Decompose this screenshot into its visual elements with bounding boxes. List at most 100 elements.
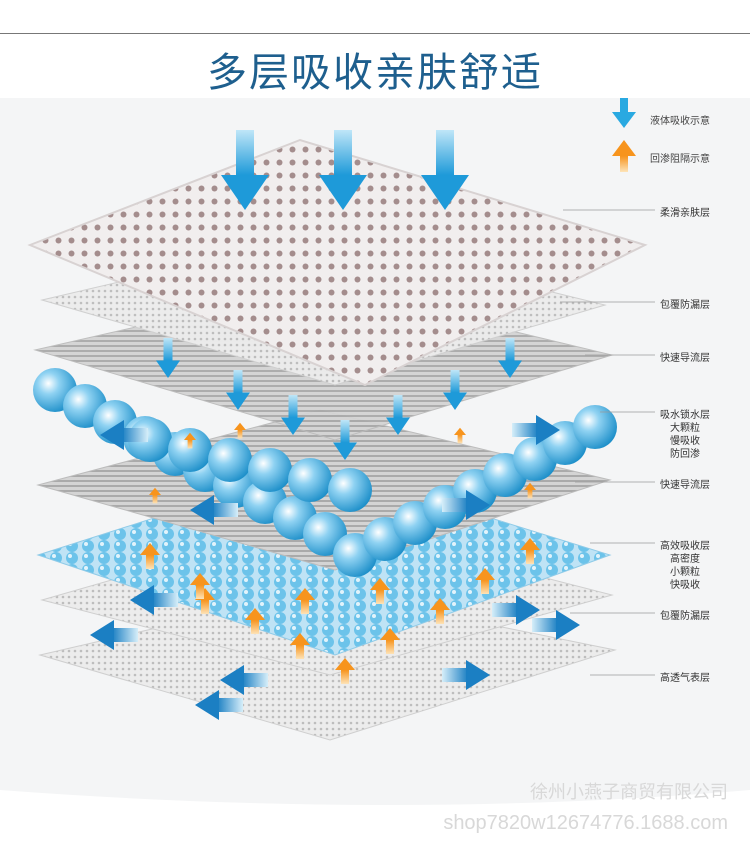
up-arrow-shaft (376, 590, 384, 604)
down-arrow (221, 175, 269, 210)
layer-6-notes: 高密度 小颗粒 快吸收 (670, 553, 700, 592)
legend-absorb-icon (612, 98, 636, 128)
layer-4-note: 慢吸收 (670, 436, 700, 447)
up-arrow (524, 482, 536, 490)
side-arrow (220, 665, 268, 695)
up-arrow-shaft (196, 585, 204, 599)
up-arrow (430, 598, 450, 610)
up-arrow (520, 538, 540, 550)
up-arrow-shaft (341, 670, 349, 684)
up-arrow (190, 573, 210, 585)
layer-top-sheet (27, 138, 648, 387)
up-arrow (140, 543, 160, 555)
up-arrow-shaft (152, 495, 158, 504)
down-arrow-shaft (340, 420, 350, 443)
down-arrow (443, 392, 467, 410)
water-bead (248, 448, 292, 492)
up-arrow-shaft (527, 490, 533, 499)
layer-label-8: 高透气表层 (660, 673, 710, 684)
down-arrow-shaft (393, 395, 403, 418)
up-arrow-shaft (386, 640, 394, 654)
up-arrow-shaft (457, 435, 463, 444)
watermark-company: 徐州小燕子商贸有限公司 (530, 782, 728, 802)
up-arrow-shaft (296, 645, 304, 659)
legend-block-label: 回渗阻隔示意 (650, 154, 710, 165)
down-arrow-shaft (334, 130, 352, 175)
legend-absorb-label: 液体吸收示意 (650, 116, 710, 127)
up-arrow-shaft (187, 440, 193, 449)
layer-6-note: 小颗粒 (670, 567, 700, 578)
side-arrow (492, 595, 540, 625)
up-arrow-shaft (526, 550, 534, 564)
header-divider (0, 33, 750, 34)
up-arrow-shaft (237, 430, 243, 439)
layer-6-note: 快吸收 (670, 580, 700, 591)
down-arrow (156, 360, 180, 378)
side-arrow (442, 660, 490, 690)
layer-4-note: 防回渗 (670, 449, 700, 460)
up-arrow (184, 432, 196, 440)
water-bead (288, 458, 332, 502)
down-arrow-shaft (163, 338, 173, 361)
up-arrow (454, 427, 466, 435)
down-arrow (319, 175, 367, 210)
watermark-shop: shop7820w12674776.1688.com (443, 812, 728, 834)
down-arrow-shaft (233, 370, 243, 393)
up-arrow (380, 628, 400, 640)
down-arrow-shaft (288, 395, 298, 418)
layer-label-4: 吸水锁水层 (660, 410, 710, 421)
side-arrow (442, 490, 490, 520)
up-arrow (234, 422, 246, 430)
water-bead (168, 428, 212, 472)
up-arrow-shaft (201, 600, 209, 614)
up-arrow (245, 608, 265, 620)
water-bead (573, 405, 617, 449)
layer-label-3: 快速导流层 (660, 353, 710, 364)
up-arrow-shaft (146, 555, 154, 569)
side-arrow (195, 690, 243, 720)
absorb-arrows (156, 130, 522, 460)
water-bead (328, 468, 372, 512)
down-arrow (226, 392, 250, 410)
up-arrow-shaft (436, 610, 444, 624)
layer-label-2: 包覆防漏层 (660, 300, 710, 311)
up-arrow-shaft (251, 620, 259, 634)
layer-big-beads (33, 368, 617, 577)
up-arrow (370, 578, 390, 590)
layer-label-1: 柔滑亲肤层 (660, 208, 710, 219)
up-arrow (335, 658, 355, 670)
down-arrow-shaft (505, 338, 515, 361)
layer-label-6: 高效吸收层 (660, 541, 710, 552)
down-arrow (498, 360, 522, 378)
block-arrows (140, 422, 540, 684)
up-arrow-shaft (481, 580, 489, 594)
layer-6-note: 高密度 (670, 554, 700, 565)
down-arrow (386, 417, 410, 435)
down-arrow-shaft (450, 370, 460, 393)
side-arrow (532, 610, 580, 640)
up-arrow (149, 487, 161, 495)
diffuse-arrows (90, 415, 580, 720)
down-arrow (421, 175, 469, 210)
down-arrow (333, 442, 357, 460)
water-bead (208, 438, 252, 482)
side-arrow (130, 585, 178, 615)
layer-4-note: 大颗粒 (670, 423, 700, 434)
down-arrow-shaft (236, 130, 254, 175)
side-arrow (90, 620, 138, 650)
side-arrow (190, 495, 238, 525)
layer-label-7: 包覆防漏层 (660, 611, 710, 622)
legend-block-icon (612, 140, 636, 172)
page-title: 多层吸收亲肤舒适 (207, 50, 543, 96)
layer-4-notes: 大颗粒 慢吸收 防回渗 (670, 422, 700, 461)
down-arrow-shaft (436, 130, 454, 175)
down-arrow (281, 417, 305, 435)
up-arrow (475, 568, 495, 580)
up-arrow-shaft (301, 600, 309, 614)
side-arrow (512, 415, 560, 445)
leader-lines (560, 209, 655, 676)
layer-label-5: 快速导流层 (660, 480, 710, 491)
up-arrow (290, 633, 310, 645)
up-arrow (295, 588, 315, 600)
